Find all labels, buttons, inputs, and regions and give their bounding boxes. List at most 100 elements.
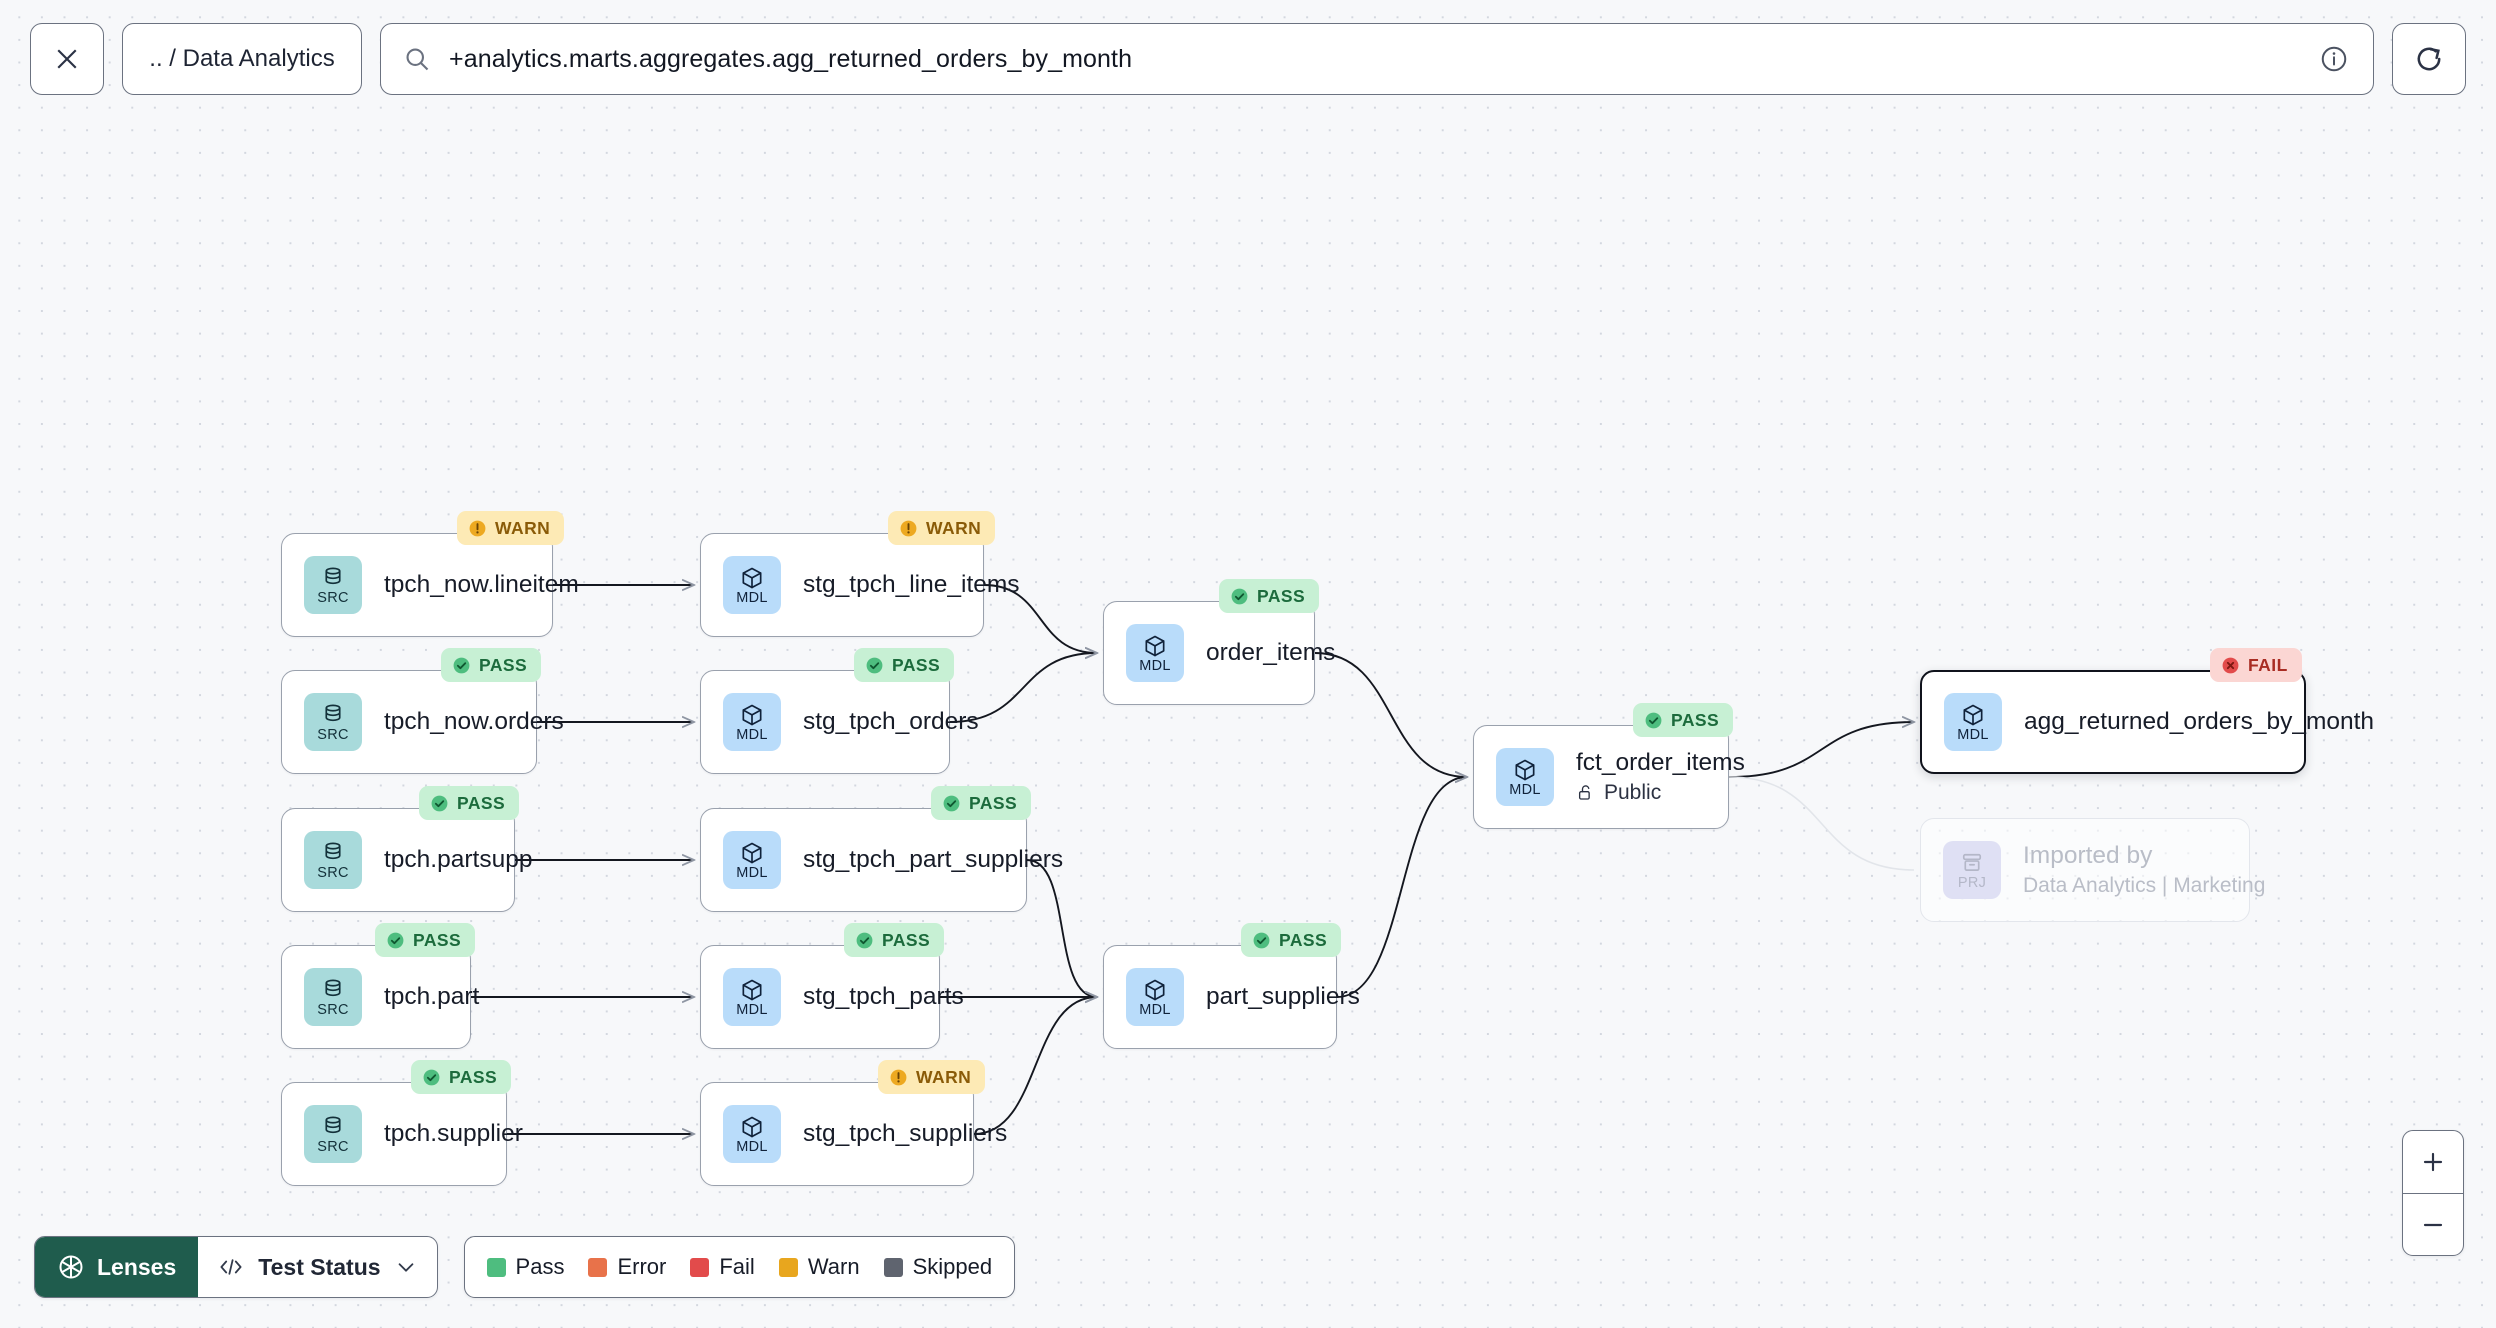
status-badge-label: WARN	[926, 517, 982, 538]
cube-icon	[1145, 635, 1165, 657]
status-badge-label: PASS	[1279, 929, 1328, 950]
node-label: tpch_now.lineitem	[384, 570, 579, 599]
warning-circle-icon	[890, 1069, 907, 1085]
cube-icon	[1145, 979, 1165, 1001]
node-kind-chip-mdl: MDL	[723, 693, 781, 751]
status-badge-label: PASS	[1671, 709, 1720, 730]
search-icon	[406, 48, 429, 71]
status-badge-fct_order_items: PASS	[1633, 703, 1734, 737]
graph-node-agg_returned_orders_by_month[interactable]: MDL agg_returned_orders_by_month	[1920, 670, 2374, 774]
node-kind-chip-mdl: MDL	[1496, 748, 1554, 806]
status-badge-label: PASS	[457, 792, 506, 813]
node-label: tpch.partsupp	[384, 846, 532, 874]
node-kind-label: MDL	[736, 1002, 768, 1018]
cube-icon	[1963, 704, 1983, 726]
warning-circle-icon	[900, 520, 917, 536]
node-kind-chip-mdl: MDL	[723, 968, 781, 1026]
legend-item-pass[interactable]: Pass	[486, 1254, 564, 1280]
legend-item-error[interactable]: Error	[588, 1254, 666, 1280]
legend-item-warn[interactable]: Warn	[778, 1254, 860, 1280]
node-kind-chip-src: SRC	[304, 1105, 362, 1163]
graph-node-part_suppliers[interactable]: MDL part_suppliers	[1103, 945, 1360, 1049]
node-subtitle: Public	[1576, 781, 1745, 804]
status-badge-stg_tpch_line_items: WARN	[888, 511, 996, 545]
search-query-text: +analytics.marts.aggregates.agg_returned…	[449, 44, 1133, 73]
node-title: agg_returned_orders_by_month	[2024, 707, 2375, 735]
breadcrumb[interactable]: .. / Data Analytics	[122, 23, 362, 95]
code-icon	[220, 1259, 242, 1275]
status-badge-tpch_now_orders: PASS	[441, 648, 542, 682]
node-label: stg_tpch_part_suppliers	[803, 846, 1063, 874]
node-kind-label: MDL	[1957, 727, 1989, 743]
lenses-label: Lenses	[97, 1253, 177, 1280]
status-badge-tpch_partsupp: PASS	[419, 786, 520, 820]
legend-item-fail[interactable]: Fail	[690, 1254, 755, 1280]
graph-node-stg_tpch_part_suppliers[interactable]: MDL stg_tpch_part_suppliers	[700, 808, 1063, 912]
database-icon	[325, 979, 341, 997]
close-button[interactable]	[30, 23, 104, 95]
node-title: tpch_now.lineitem	[384, 570, 579, 598]
legend-item-skipped[interactable]: Skipped	[883, 1254, 992, 1280]
lenses-group: Lenses Test Status	[34, 1236, 438, 1298]
status-badge-label: PASS	[1257, 585, 1306, 606]
edge-part_suppliers-to-fct_order_items	[1336, 777, 1467, 998]
cube-icon	[742, 979, 762, 1001]
node-label: part_suppliers	[1206, 982, 1360, 1011]
lenses-button[interactable]: Lenses	[35, 1237, 199, 1297]
node-kind-chip-src: SRC	[304, 693, 362, 751]
node-kind-label: MDL	[1509, 782, 1541, 798]
database-icon	[325, 704, 341, 722]
node-title: part_suppliers	[1206, 982, 1360, 1010]
test-status-dropdown[interactable]: Test Status	[198, 1237, 436, 1297]
database-icon	[325, 567, 341, 585]
legend-swatch	[588, 1257, 608, 1277]
node-kind-chip-mdl: MDL	[1126, 968, 1184, 1026]
refresh-icon	[2417, 47, 2441, 71]
bottom-toolbar: Lenses Test Status Pass Error Fail Warn Skip…	[34, 1236, 1016, 1298]
cube-icon	[742, 567, 762, 589]
node-kind-chip-mdl: MDL	[723, 831, 781, 889]
node-kind-chip-prj: PRJ	[1943, 841, 2001, 899]
info-icon[interactable]	[2319, 44, 2349, 74]
node-kind-label: SRC	[317, 590, 349, 606]
check-circle-icon	[423, 1069, 440, 1085]
status-badge-stg_tpch_part_suppliers: PASS	[931, 786, 1032, 820]
graph-node-tpch_now_lineitem[interactable]: SRC tpch_now.lineitem	[281, 533, 579, 637]
chevron-down-icon	[398, 1263, 413, 1272]
node-label: tpch.part	[384, 982, 480, 1011]
zoom-out-button[interactable]	[2403, 1193, 2463, 1255]
status-badge-label: PASS	[882, 929, 931, 950]
legend-label: Fail	[719, 1254, 755, 1279]
check-circle-icon	[387, 932, 404, 948]
refresh-button[interactable]	[2392, 23, 2466, 95]
node-subtitle: Data Analytics | Marketing	[2023, 874, 2265, 897]
check-circle-icon	[453, 657, 470, 673]
node-kind-label: SRC	[317, 1002, 349, 1018]
node-kind-label: MDL	[1139, 658, 1171, 674]
check-circle-icon	[1231, 588, 1248, 604]
status-badge-stg_tpch_suppliers: WARN	[878, 1060, 986, 1094]
node-title: tpch.part	[384, 982, 480, 1010]
node-label: stg_tpch_suppliers	[803, 1120, 1007, 1148]
close-icon	[57, 49, 77, 69]
search-input[interactable]: +analytics.marts.aggregates.agg_returned…	[380, 23, 2374, 95]
check-circle-icon	[866, 657, 883, 673]
zoom-in-button[interactable]	[2403, 1131, 2463, 1193]
status-badge-part_suppliers: PASS	[1241, 923, 1342, 957]
status-badge-label: PASS	[479, 654, 528, 675]
legend-swatch	[883, 1257, 903, 1277]
legend-label: Error	[617, 1254, 667, 1279]
graph-node-tpch_part[interactable]: SRC tpch.part	[281, 945, 479, 1049]
